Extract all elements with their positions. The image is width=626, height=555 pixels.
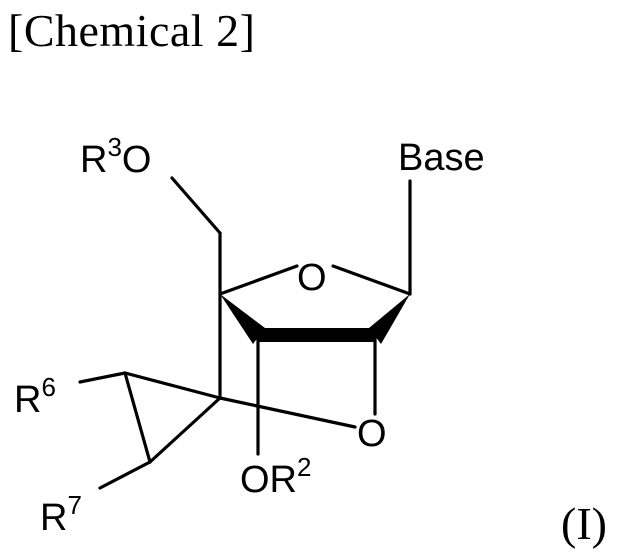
bridge-oxygen-label: O [357, 413, 387, 455]
r6-letter: R [14, 379, 41, 421]
bond-spiro-bridge-o [220, 398, 355, 427]
bond-c6-c7 [125, 373, 150, 462]
bond-c4-ring-o [220, 266, 297, 294]
r7-superscript: 7 [67, 490, 81, 520]
ring-oxygen-label: O [297, 257, 327, 299]
r3o-label: R3O [80, 132, 151, 181]
bold-bond-c3-c2 [259, 328, 375, 342]
bond-spiro-c7 [150, 398, 220, 462]
wedge-bond-c4-c3 [220, 294, 265, 344]
bond-ring-o-c1 [333, 266, 410, 294]
r3-superscript: 3 [107, 132, 121, 162]
or2-label: OR2 [240, 452, 311, 501]
r2-superscript: 2 [297, 452, 311, 482]
r3-letter: R [80, 139, 107, 181]
r6-superscript: 6 [41, 372, 55, 402]
r3-oxygen: O [122, 139, 152, 181]
r7-label: R7 [40, 490, 82, 539]
formula-number: (I) [561, 497, 607, 550]
bond-c7-r7 [100, 462, 150, 488]
r7-letter: R [40, 497, 67, 539]
base-label: Base [398, 137, 485, 179]
bond-o-ch2 [172, 178, 220, 233]
r6-label: R6 [14, 372, 56, 421]
bond-spiro-c6 [125, 373, 220, 398]
bond-c6-r6 [80, 373, 125, 382]
or2-letters: OR [240, 459, 297, 501]
